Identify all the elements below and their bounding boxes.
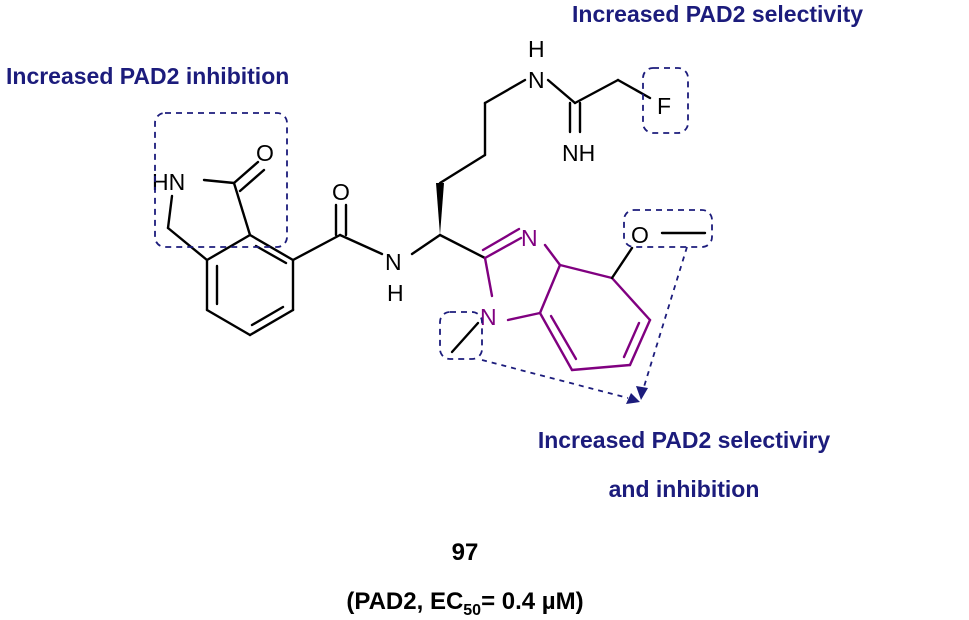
atom-f: F	[657, 93, 671, 119]
bond	[622, 321, 641, 359]
activity-subscript: 50	[463, 602, 481, 619]
atom-n-amide: N	[385, 249, 402, 275]
bond	[410, 233, 442, 256]
dashed-arrow-from-n-methyl	[481, 359, 629, 399]
arrowhead-icon	[636, 386, 648, 400]
bond	[291, 233, 342, 262]
bond	[205, 233, 252, 262]
dashed-arrow-from-methoxy	[642, 246, 688, 391]
benzimidazole-core	[481, 227, 652, 372]
bond	[616, 78, 652, 100]
atom-o-methoxy: O	[631, 222, 649, 248]
atom-n-guanidine: N	[528, 67, 545, 93]
bond	[481, 227, 521, 252]
bond	[628, 318, 652, 367]
bond	[570, 363, 632, 372]
bond	[438, 153, 487, 185]
bond	[166, 226, 209, 262]
bond	[538, 311, 574, 372]
bond	[610, 246, 634, 280]
annotation-pad2-selectivity-top: Increased PAD2 selectivity	[572, 1, 863, 27]
bond	[558, 263, 614, 280]
bond	[338, 233, 384, 256]
bond	[543, 243, 562, 267]
bond	[202, 178, 236, 185]
bond	[166, 194, 174, 230]
bond	[232, 181, 252, 237]
annotation-pad2-selectivity-inhibition-line1: Increased PAD2 selectiviry	[538, 427, 831, 453]
bond	[205, 308, 252, 337]
activity-prefix: (PAD2, EC	[346, 588, 463, 615]
bond	[248, 308, 295, 337]
bond	[438, 233, 487, 260]
bond	[248, 233, 295, 262]
bond	[254, 244, 288, 265]
atom-o-lactam: O	[256, 140, 274, 166]
highlight-box-methoxy	[623, 209, 713, 248]
annotation-pad2-inhibition: Increased PAD2 inhibition	[6, 63, 289, 89]
bond	[483, 256, 494, 298]
bond	[483, 78, 527, 105]
atom-h-amide: H	[387, 280, 404, 306]
atom-o-amide: O	[332, 179, 350, 205]
bond	[483, 236, 523, 260]
annotation-pad2-selectivity-inhibition-line2: and inhibition	[609, 476, 760, 502]
highlight-box-n-methyl	[439, 311, 483, 360]
atom-h-guanidine: H	[528, 36, 545, 62]
highlight-box-lactam	[154, 112, 288, 248]
atom-hn-lactam: HN	[152, 169, 185, 195]
bond	[610, 276, 652, 322]
bond	[238, 168, 266, 193]
activity-suffix: = 0.4 µM)	[481, 588, 584, 615]
molecule-skeleton	[166, 78, 707, 354]
bond	[450, 321, 480, 354]
bond	[573, 78, 620, 105]
bond	[250, 305, 285, 327]
highlight-box-fluorine	[642, 67, 689, 134]
bond	[549, 314, 578, 361]
bond	[538, 263, 562, 315]
bond	[506, 311, 542, 322]
atom-nh-imine: NH	[562, 140, 595, 166]
compound-activity: (PAD2, EC50= 0.4 µM)	[346, 588, 583, 619]
wedge-bond	[436, 183, 444, 235]
arrowhead-icon	[626, 393, 640, 404]
compound-number: 97	[452, 539, 479, 566]
atom-n-benzimidazole-methyl: N	[480, 304, 497, 330]
atom-n-benzimidazole-top: N	[521, 225, 538, 251]
bond	[232, 160, 260, 185]
bond	[546, 78, 577, 105]
